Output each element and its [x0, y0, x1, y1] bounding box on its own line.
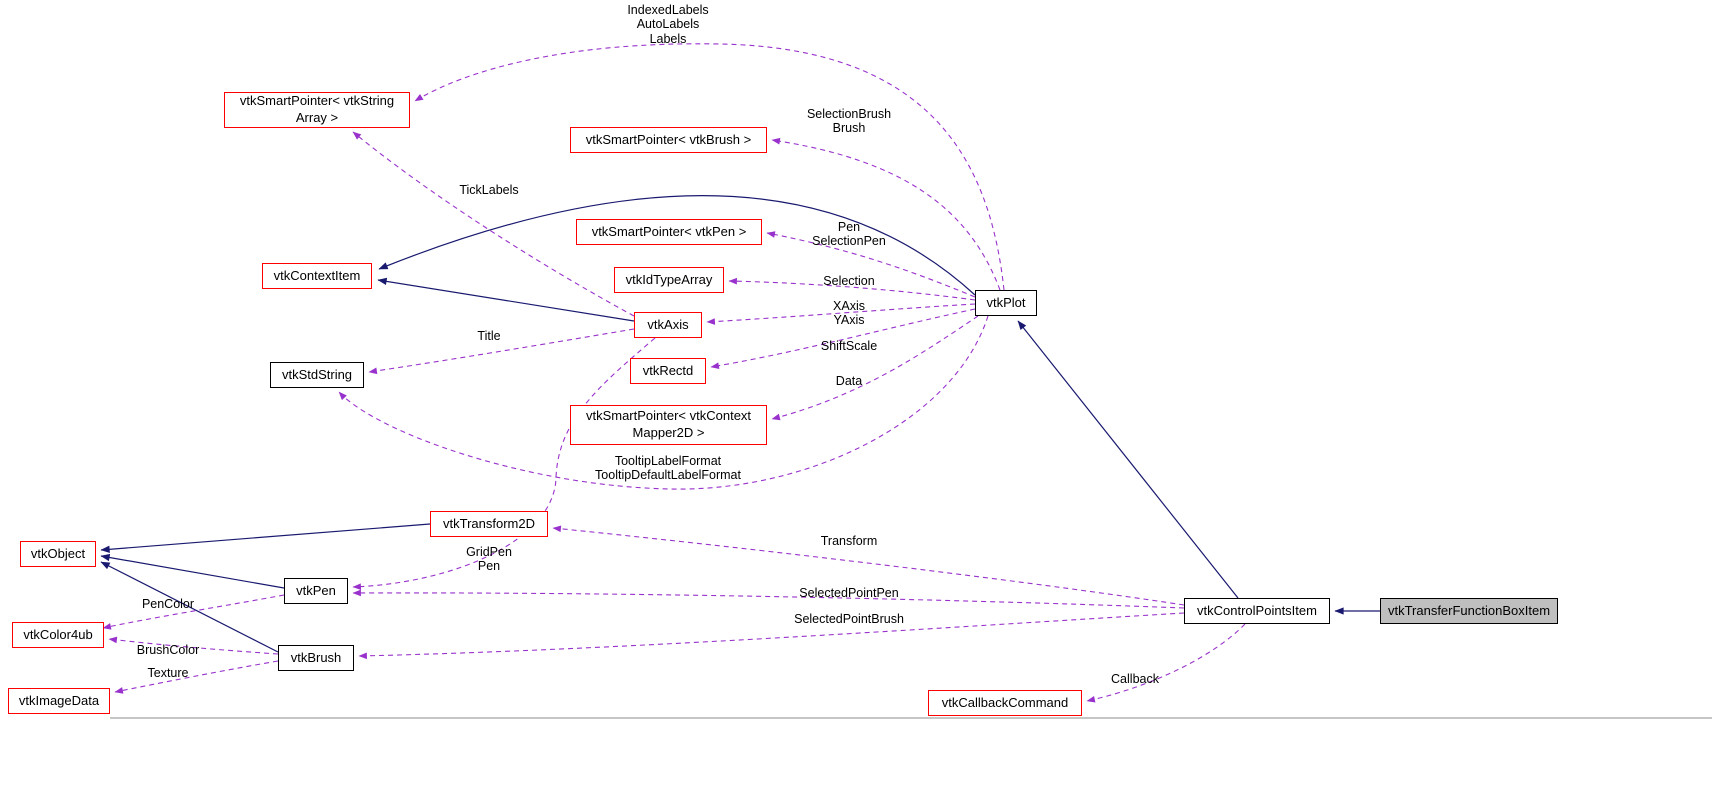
edge-inheritance-vtkControlPointsItem-to-vtkPlot [1017, 320, 1239, 599]
edge-usage-vtkBrush-texture-to-vtkImageData [114, 660, 279, 694]
node-vtkContextItem[interactable]: vtkContextItem [262, 263, 372, 289]
edge-label-selectedpointbrush: SelectedPointBrush [794, 612, 904, 626]
edge-label-callback: Callback [1111, 672, 1159, 686]
node-vtkRectd[interactable]: vtkRectd [630, 358, 706, 384]
edge-label-selectionbrush-brush: SelectionBrush Brush [806, 107, 892, 136]
node-vtkSmartPointer-vtkBrush[interactable]: vtkSmartPointer< vtkBrush > [570, 127, 767, 153]
node-vtkColor4ub[interactable]: vtkColor4ub [12, 622, 104, 648]
edge-inheritance-vtkPen-to-vtkObject [100, 553, 285, 589]
edge-label-tooltiplabelformat: TooltipLabelFormat TooltipDefaultLabelFo… [595, 454, 741, 483]
edge-label-ticklabels: TickLabels [459, 183, 519, 197]
edge-label-xaxis-yaxis: XAxis YAxis [833, 299, 865, 328]
edge-label-data: Data [835, 374, 863, 388]
edge-inheritance-vtkTransform2D-to-vtkObject [100, 523, 431, 553]
node-vtkTransform2D[interactable]: vtkTransform2D [430, 511, 548, 537]
edge-usage-vtkControlPointsItem-selectedpointbrush-to-vtkBrush [358, 612, 1185, 660]
node-vtkSmartPointer-vtkContextMapper2D[interactable]: vtkSmartPointer< vtkContext Mapper2D > [570, 405, 767, 445]
edge-label-indexedlabels-autolabels-labels: IndexedLabels AutoLabels Labels [627, 3, 709, 46]
node-vtkStdString[interactable]: vtkStdString [270, 362, 364, 388]
edge-usage-vtkControlPointsItem-selectedpointpen-to-vtkPen [352, 589, 1185, 609]
node-vtkTransferFunctionBoxItem: vtkTransferFunctionBoxItem [1380, 598, 1558, 624]
node-vtkControlPointsItem[interactable]: vtkControlPointsItem [1184, 598, 1330, 624]
node-vtkPen[interactable]: vtkPen [284, 578, 348, 604]
node-vtkAxis[interactable]: vtkAxis [634, 312, 702, 338]
edge-label-gridpen-pen: GridPen Pen [466, 545, 512, 574]
node-vtkSmartPointer-vtkStringArray[interactable]: vtkSmartPointer< vtkString Array > [224, 92, 410, 128]
edge-label-title: Title [477, 329, 501, 343]
edge-label-shiftscale: ShiftScale [820, 339, 878, 353]
node-vtkIdTypeArray[interactable]: vtkIdTypeArray [614, 267, 724, 293]
node-vtkImageData[interactable]: vtkImageData [8, 688, 110, 714]
edge-label-pencolor: PenColor [141, 597, 195, 611]
edge-usage-vtkPlot-selectionbrush-to-vtkSmartPointer-vtkBrush [771, 137, 1001, 291]
edge-label-pen-selectionpen: Pen SelectionPen [812, 220, 886, 249]
edge-label-transform: Transform [820, 534, 878, 548]
node-vtkPlot[interactable]: vtkPlot [975, 290, 1037, 316]
edge-usage-vtkPlot-labels-to-vtkSmartPointer-vtkStringArray [414, 43, 1005, 291]
edge-label-texture: Texture [147, 666, 189, 680]
edge-usage-vtkPlot-data-to-vtkSmartPointer-vtkContextMapper2D [771, 315, 979, 421]
edge-label-selection: Selection [823, 274, 875, 288]
edge-label-brushcolor: BrushColor [136, 643, 200, 657]
node-vtkSmartPointer-vtkPen[interactable]: vtkSmartPointer< vtkPen > [576, 219, 762, 245]
edge-inheritance-vtkAxis-to-vtkContextItem [377, 277, 635, 322]
edge-label-selectedpointpen: SelectedPointPen [799, 586, 899, 600]
node-vtkCallbackCommand[interactable]: vtkCallbackCommand [928, 690, 1082, 716]
node-vtkObject[interactable]: vtkObject [20, 541, 96, 567]
node-vtkBrush[interactable]: vtkBrush [278, 645, 354, 671]
edge-usage-vtkAxis-title-to-vtkStdString [368, 328, 635, 375]
edge-usage-vtkControlPointsItem-callback-to-vtkCallbackCommand [1086, 623, 1246, 703]
